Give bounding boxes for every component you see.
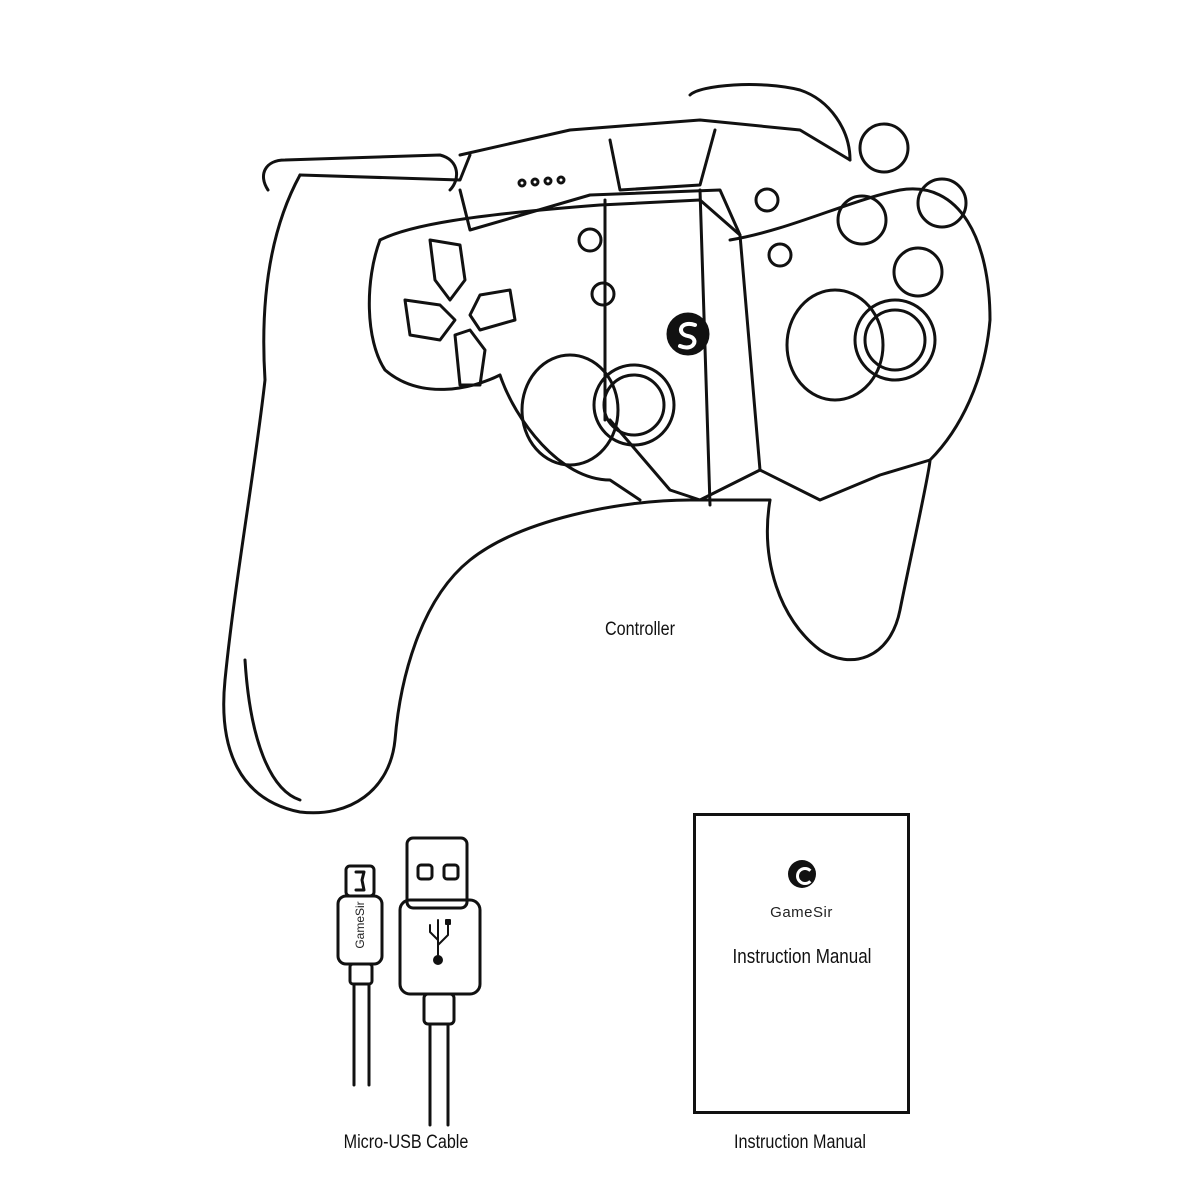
cable-label: Micro-USB Cable <box>343 1132 469 1153</box>
usb-symbol-icon <box>429 919 451 965</box>
cable-brand-text: GameSir <box>353 901 367 949</box>
controller-drawing <box>222 83 992 815</box>
manual-label: Instruction Manual <box>734 1132 866 1153</box>
manual-brand: GameSir <box>770 904 833 921</box>
instruction-manual-booklet: GameSir Instruction Manual <box>693 813 910 1114</box>
micro-usb-cable-drawing <box>336 836 482 1127</box>
manual-cover-title: Instruction Manual <box>732 946 871 968</box>
gamesir-logo-icon <box>788 860 816 888</box>
controller-label: Controller <box>604 619 676 640</box>
